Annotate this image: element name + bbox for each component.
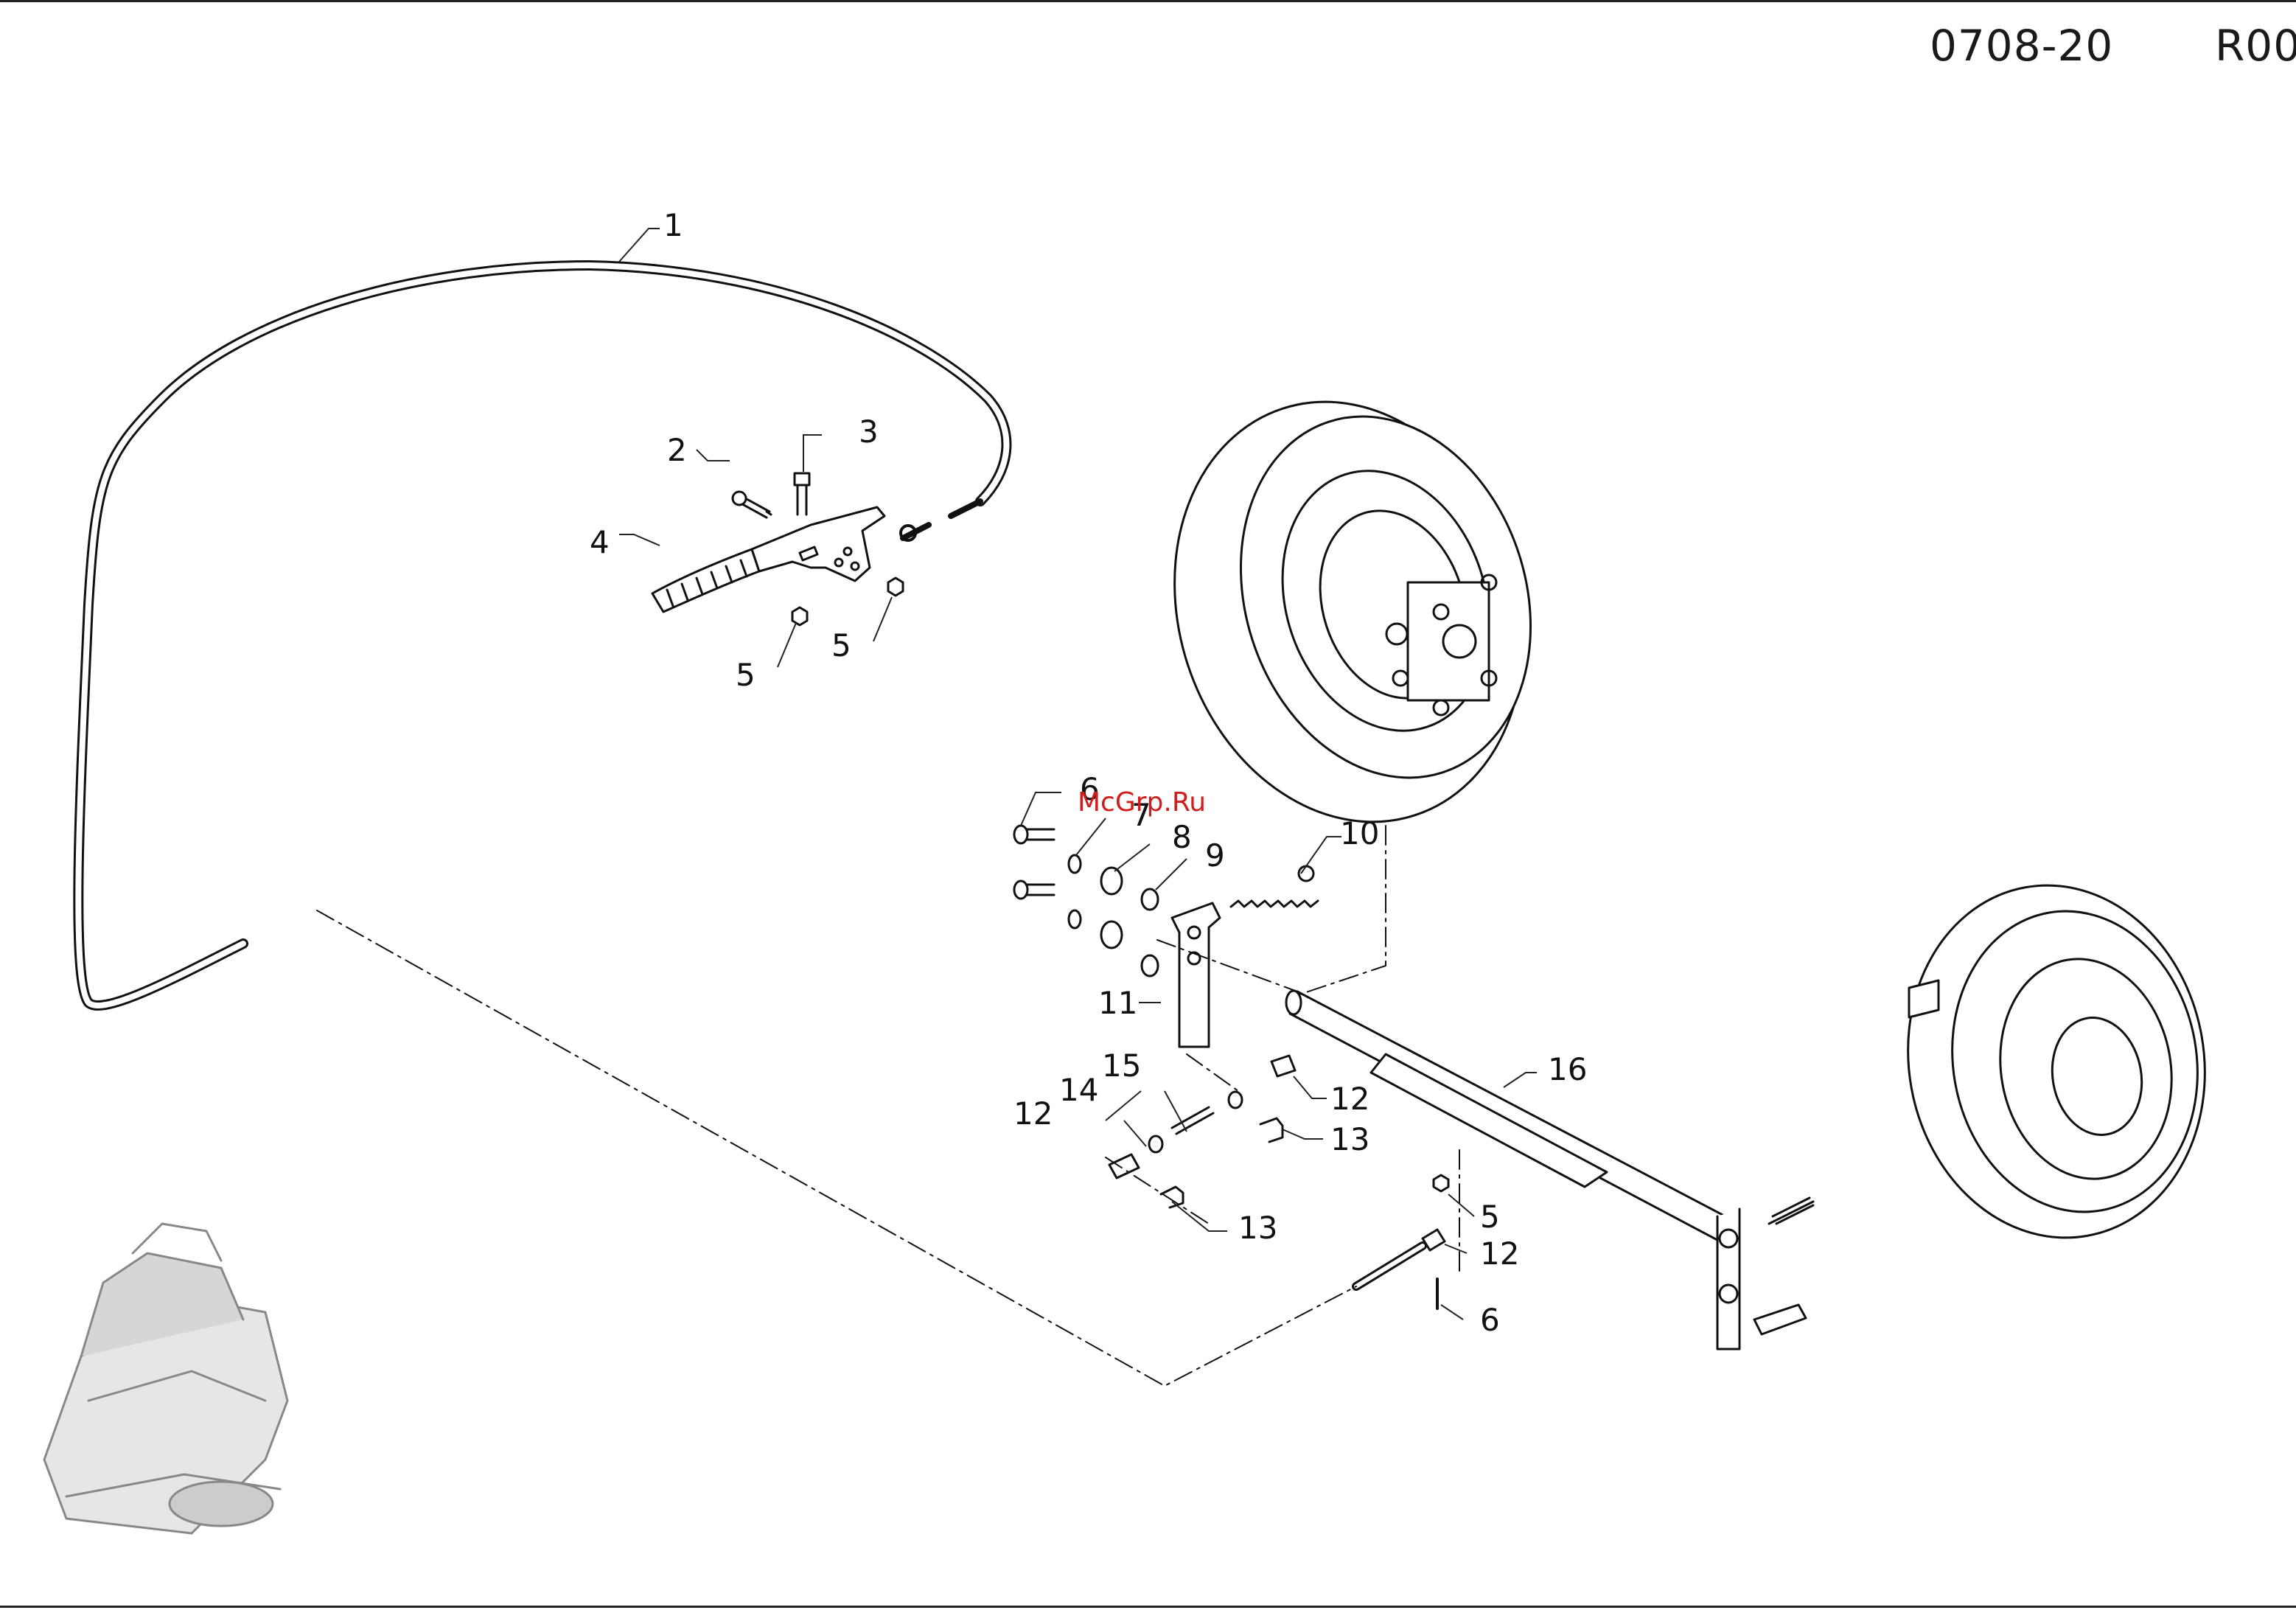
machine-thumbnail (44, 1224, 287, 1533)
lever-nut-right (888, 578, 903, 596)
callout-10: 10 (1340, 815, 1379, 851)
callout-12-left: 12 (1013, 1095, 1053, 1132)
spring-washers (1069, 855, 1081, 928)
lever-nut-left (792, 607, 807, 625)
lever-bolt (733, 492, 771, 518)
callout-13-left: 13 (1238, 1210, 1277, 1246)
callout-3: 3 (859, 414, 879, 450)
brake-cable (78, 265, 1006, 1006)
assembly-centerlines (317, 826, 1459, 1386)
callout-9: 9 (1205, 837, 1225, 874)
callout-5-lower: 5 (1480, 1199, 1500, 1235)
wheel-lower (1880, 862, 2232, 1261)
flat-washers (1101, 868, 1122, 948)
clevis-pin (1172, 1107, 1213, 1134)
callout-2: 2 (667, 432, 687, 468)
clevis-right (1271, 1056, 1295, 1076)
clevis-left (1109, 1154, 1139, 1178)
callout-4: 4 (590, 524, 610, 560)
callout-14: 14 (1059, 1072, 1098, 1108)
callout-8: 8 (1172, 819, 1192, 855)
callout-16: 16 (1548, 1051, 1587, 1087)
callout-5-left: 5 (736, 657, 756, 693)
brake-rod (1286, 991, 1813, 1349)
callout-1: 1 (663, 207, 683, 243)
lever-pin (795, 473, 809, 515)
clip-right (1260, 1118, 1283, 1142)
callout-11: 11 (1098, 985, 1137, 1021)
callout-12-middle: 12 (1330, 1081, 1369, 1117)
callout-6-lower: 6 (1480, 1302, 1500, 1338)
callout-15: 15 (1102, 1048, 1141, 1084)
callout-5-right: 5 (831, 627, 851, 663)
link-plate (1172, 903, 1220, 1047)
return-spring (1231, 866, 1318, 907)
spacers (1142, 889, 1158, 976)
clip-left (1161, 1187, 1183, 1208)
bolt-upper (1014, 826, 1054, 843)
cable-end-lower (1356, 1175, 1448, 1308)
hand-brake-lever (652, 507, 884, 612)
callout-12-lower: 12 (1480, 1236, 1519, 1272)
bolt-lower (1014, 881, 1054, 899)
watermark-text: McGrp.Ru (1078, 787, 1206, 818)
callout-13-right: 13 (1330, 1121, 1369, 1157)
